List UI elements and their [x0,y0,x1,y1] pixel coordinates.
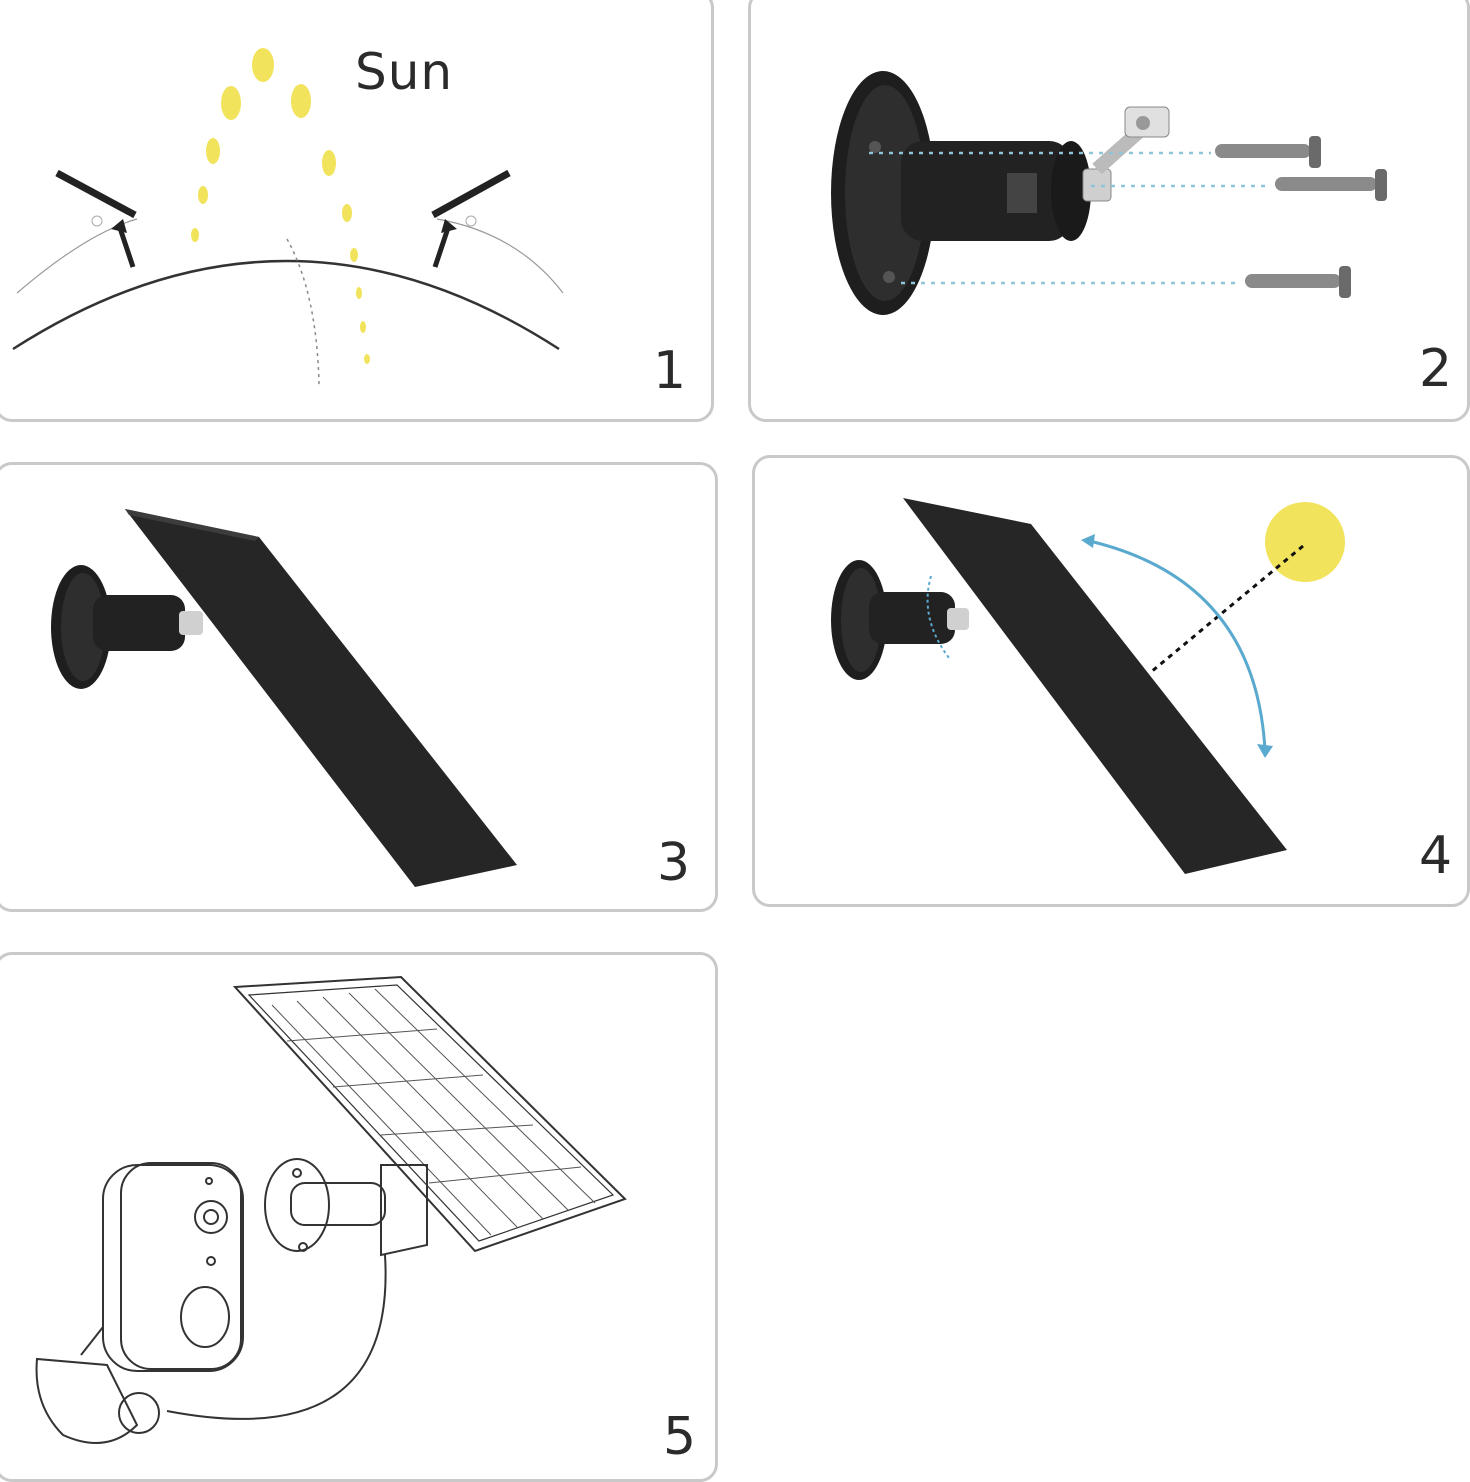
step-number-3: 3 [657,833,691,893]
ground-arc-faint-right [436,218,564,294]
step-1-panel: Sun 1 [0,0,714,422]
step-5-panel: 5 [0,952,718,1482]
sun-icon [1265,502,1345,582]
line-solar-panel [232,975,627,1253]
line-mount [264,1158,428,1257]
mount-screw-head [1082,106,1170,202]
adjust-angle-illustration [831,498,1345,874]
mount-screws-illustration [831,71,1387,315]
arc-arrow-bottom [1257,744,1273,758]
sun-dots [191,48,370,364]
step-number-5: 5 [663,1407,697,1467]
screws [1215,136,1387,298]
solar-panel-right [431,169,511,268]
wall-mount [831,560,969,680]
solar-panel [125,509,517,887]
solar-panel [903,498,1287,874]
wall-mount-base [831,71,1091,315]
rotation-arc [1084,538,1267,751]
panel-on-mount-illustration [51,509,517,887]
meridian-line [286,238,320,386]
arc-arrow-top [1081,534,1095,548]
step-3-panel: 3 [0,462,718,912]
step-number-1: 1 [653,341,687,401]
step-number-2: 2 [1419,339,1453,399]
step-number-4: 4 [1419,826,1453,886]
ground-arc [12,259,560,351]
alignment-guides [869,151,1271,285]
solar-panel-left [55,169,137,268]
sun-path-illustration [12,48,564,386]
sun-ray-line [1150,544,1304,674]
step-2-panel: 2 [748,0,1470,422]
connect-camera-illustration [35,975,627,1444]
wall-mount [51,565,203,689]
ground-arc-faint [16,218,138,294]
step-4-panel: 4 [752,455,1470,907]
line-camera [35,1162,387,1444]
sun-label: Sun [355,43,454,101]
